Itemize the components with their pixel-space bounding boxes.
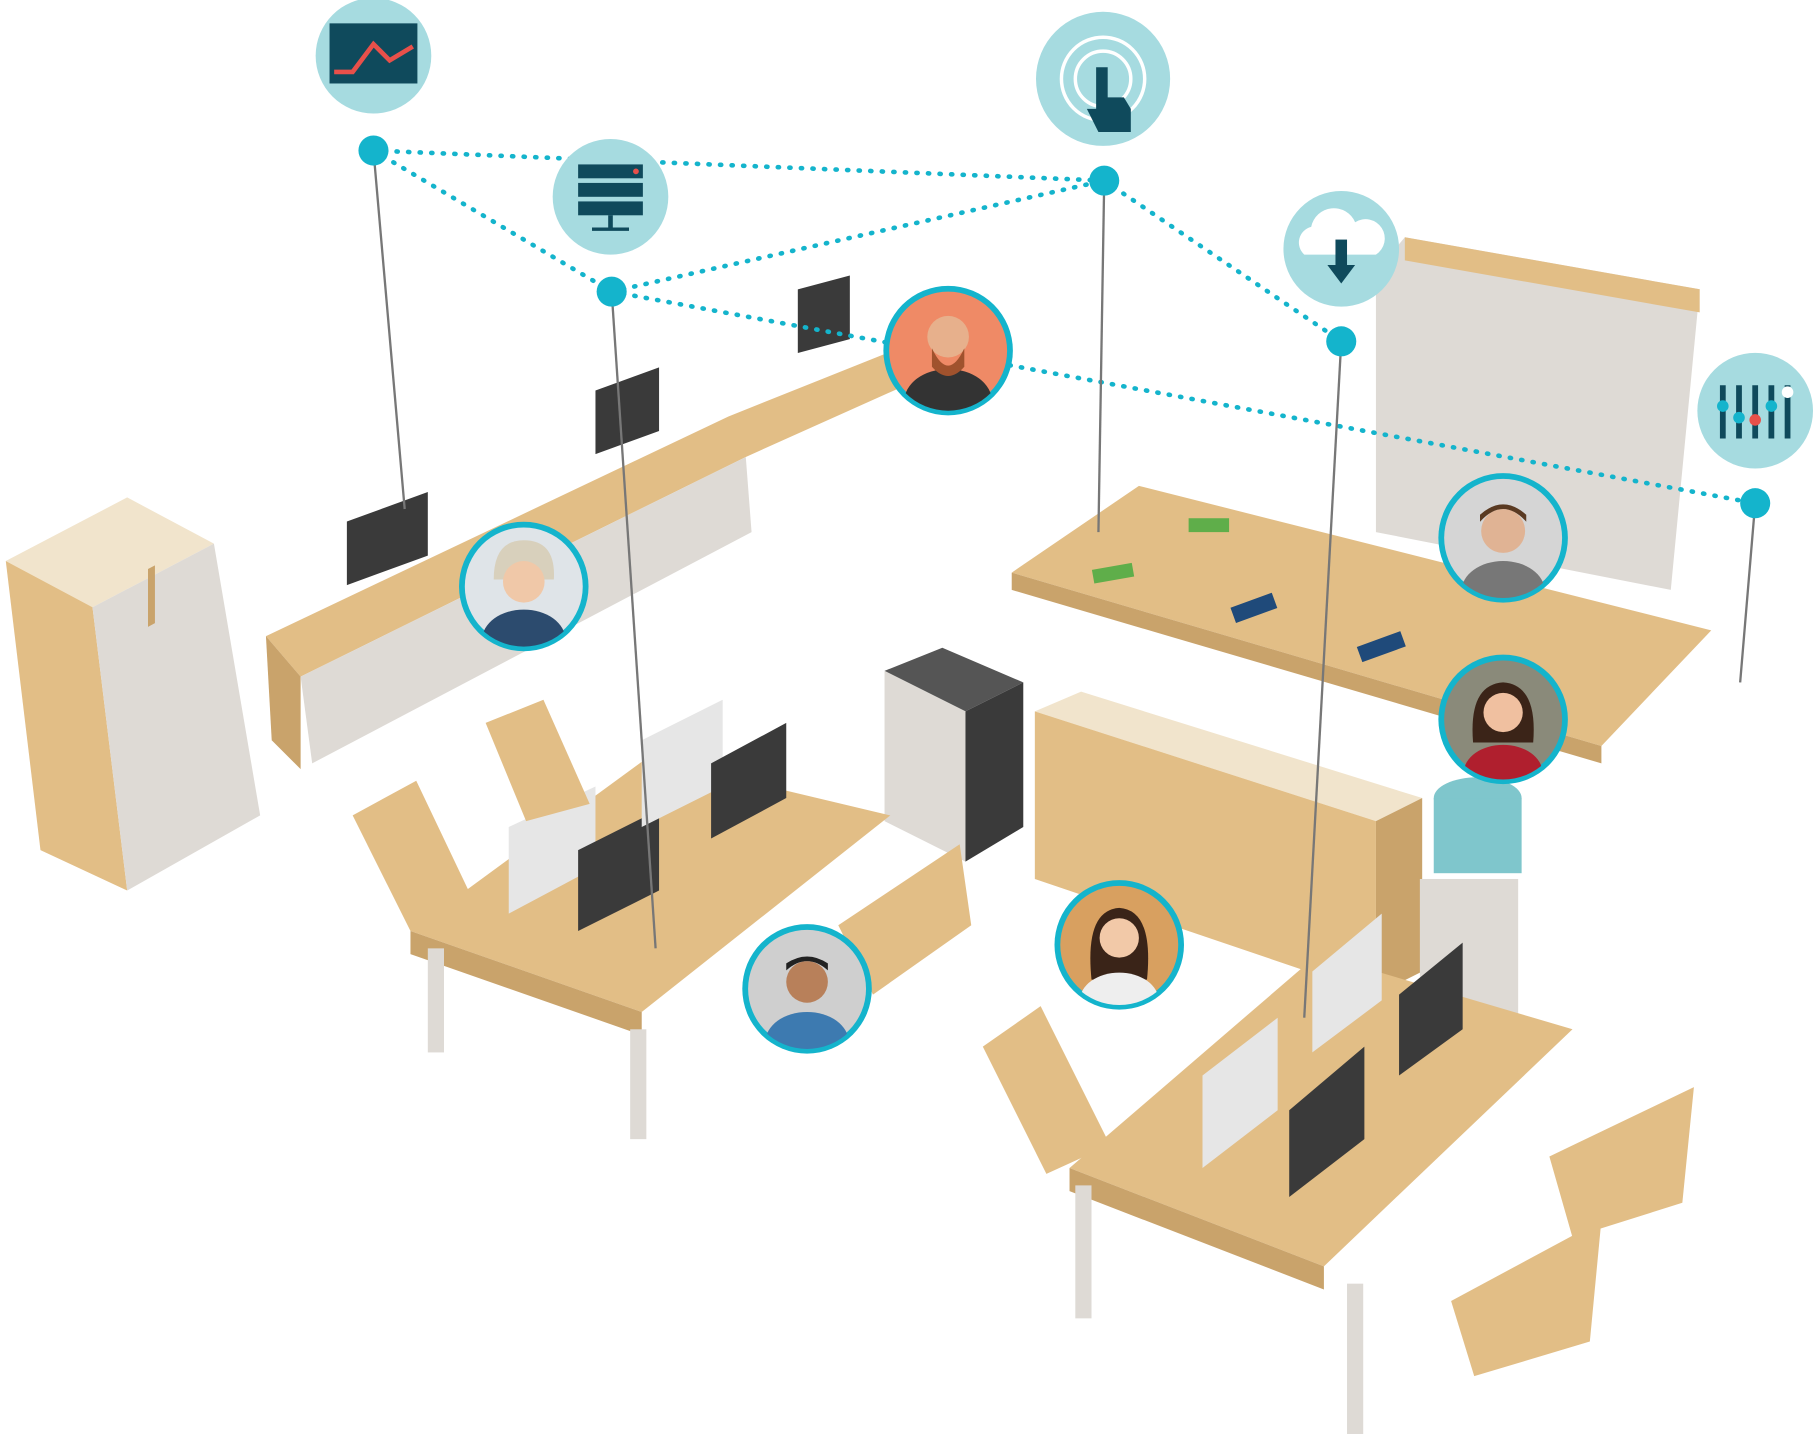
node xyxy=(596,276,627,307)
avatar[interactable] xyxy=(1438,473,1568,621)
avatar[interactable] xyxy=(1438,654,1568,801)
node xyxy=(358,135,389,166)
monitor xyxy=(797,275,850,354)
front-right-workstation xyxy=(982,913,1694,1434)
node xyxy=(1089,165,1120,196)
cloud-download-icon xyxy=(1283,191,1400,307)
avatar[interactable] xyxy=(1054,880,1185,1028)
touch-icon xyxy=(1036,11,1171,146)
network-lines xyxy=(371,148,1758,506)
avatar[interactable] xyxy=(742,924,872,1072)
node xyxy=(1740,488,1771,519)
conference-table xyxy=(1011,237,1712,764)
printer xyxy=(884,647,1024,862)
avatar[interactable] xyxy=(459,521,589,670)
drawer-cabinet xyxy=(1034,691,1423,995)
sliders-icon xyxy=(1697,352,1813,469)
back-desk-row xyxy=(265,275,914,770)
network-nodes xyxy=(358,135,1771,519)
front-left-workstation xyxy=(352,699,972,1140)
cabinet-left xyxy=(5,497,261,891)
chart-monitor-icon xyxy=(315,0,432,114)
server-icon xyxy=(552,138,669,255)
drop-lines xyxy=(372,150,1757,1018)
avatar[interactable] xyxy=(883,285,1013,434)
furniture xyxy=(5,237,1712,1434)
monitor xyxy=(346,492,428,586)
node xyxy=(1326,326,1357,357)
monitor xyxy=(595,367,660,455)
